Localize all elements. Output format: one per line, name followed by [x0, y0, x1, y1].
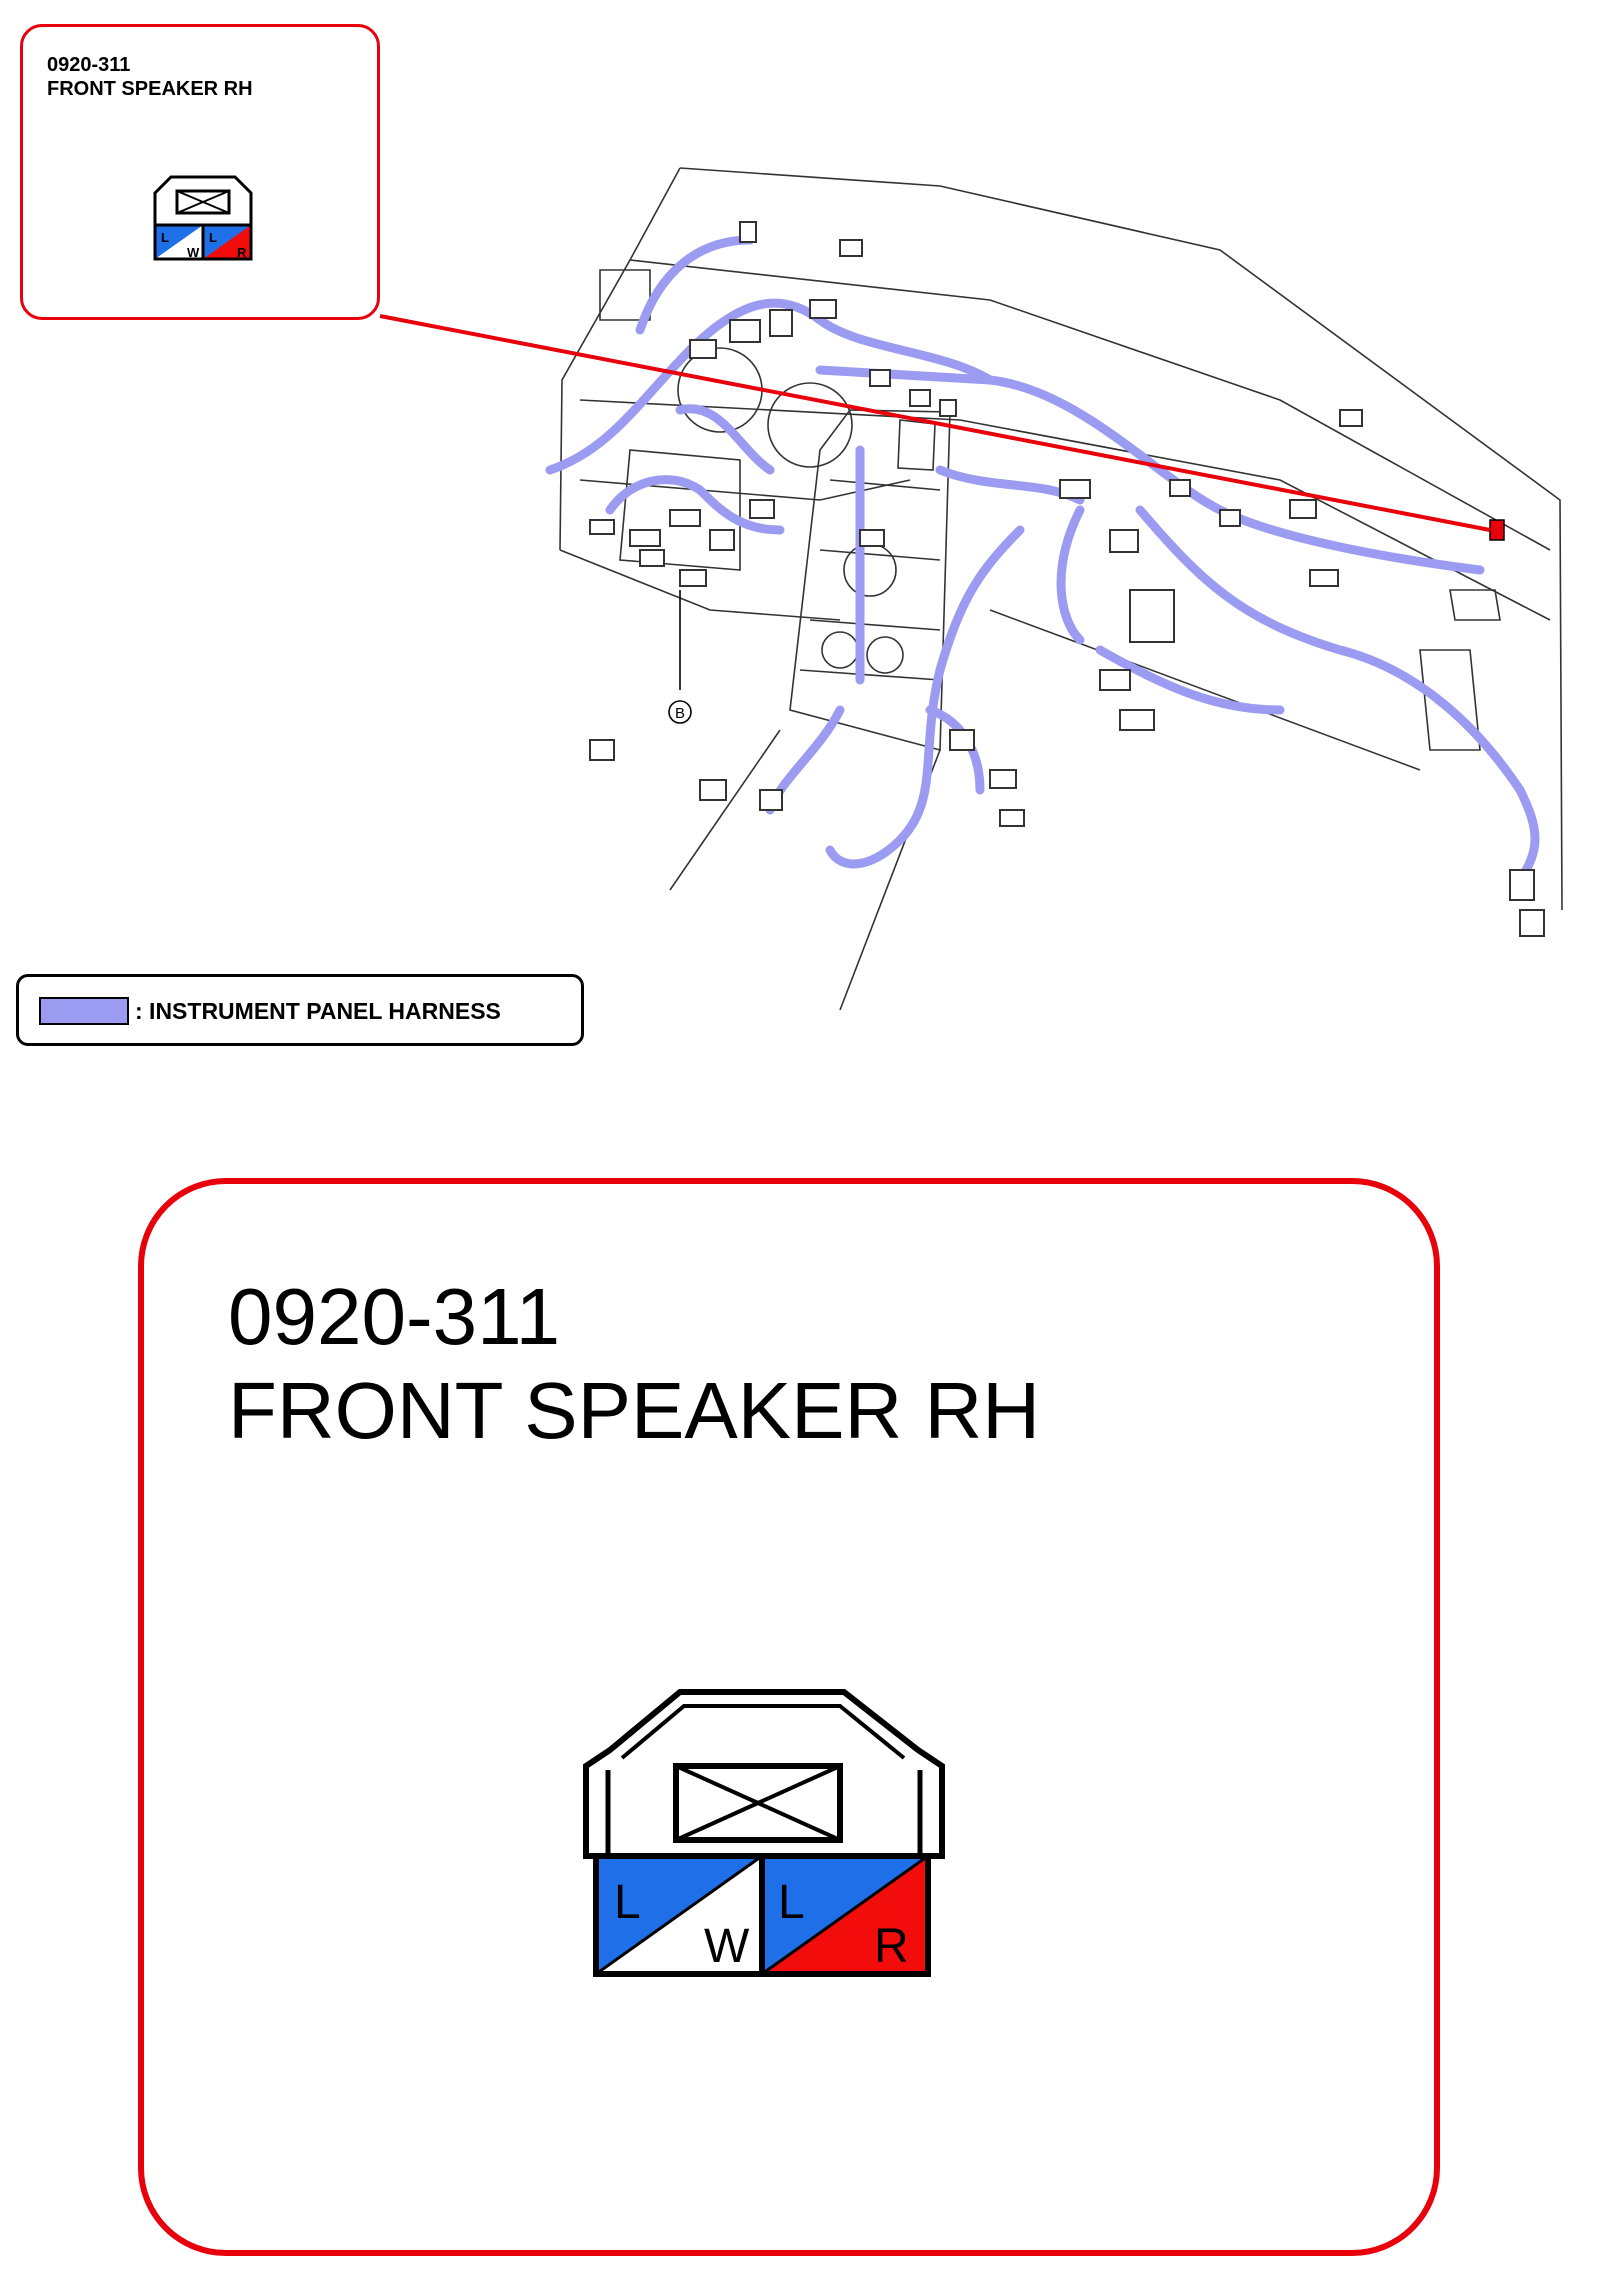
small-terminal-2-bottom-letter: R: [237, 245, 247, 260]
harness-legend-swatch: [39, 997, 129, 1025]
small-terminal-1-bottom-letter: W: [187, 245, 200, 260]
terminal-1-top-letter: L: [614, 1876, 641, 1929]
large-connector-name: FRONT SPEAKER RH: [228, 1366, 1040, 1455]
harness-legend: : INSTRUMENT PANEL HARNESS: [16, 974, 584, 1046]
instrument-panel-illustration: B: [545, 167, 1563, 1010]
large-connector-code: 0920-311: [228, 1272, 561, 1361]
harness-legend-label: : INSTRUMENT PANEL HARNESS: [135, 998, 501, 1024]
reference-marker-b: B: [675, 705, 685, 722]
small-connector-callout: 0920-311 FRONT SPEAKER RH L W L R: [20, 24, 380, 320]
terminal-1-bottom-letter: W: [704, 1920, 750, 1973]
terminal-2-bottom-letter: R: [874, 1920, 909, 1973]
large-connector-callout: 0920-311 FRONT SPEAKER RH L W L R: [138, 1178, 1440, 2256]
small-connector-name: FRONT SPEAKER RH: [47, 78, 253, 100]
large-connector-face-icon: L W L R: [583, 1689, 945, 1977]
small-terminal-2-top-letter: L: [209, 230, 217, 245]
terminal-2-top-letter: L: [778, 1876, 805, 1929]
small-connector-face-icon: L W L R: [153, 175, 253, 261]
small-connector-code: 0920-311: [47, 54, 131, 76]
small-terminal-1-top-letter: L: [161, 230, 169, 245]
